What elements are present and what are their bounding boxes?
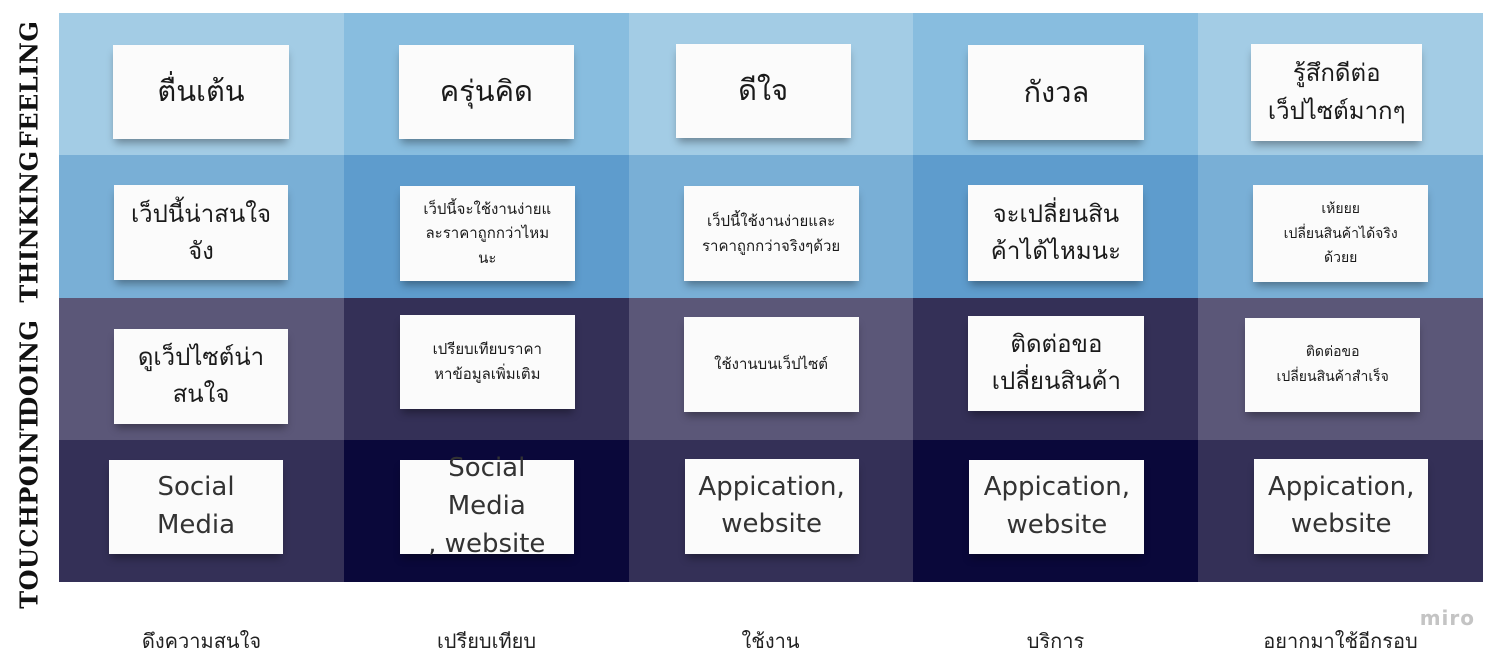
cell-feeling-5: รู้สึกดีต่อ เว็ปไซต์มากๆ	[1198, 13, 1483, 156]
sticky-note[interactable]: ครุ่นคิด	[398, 45, 574, 139]
sticky-note[interactable]: ใช้งานบนเว็ปไซต์	[683, 316, 859, 412]
cell-feeling-2: ครุ่นคิด	[343, 13, 629, 156]
sticky-note[interactable]: เว็ปนี้น่าสนใจ จัง	[114, 185, 288, 281]
row-label-feeling: FEELING	[14, 20, 44, 148]
stage-label-service: บริการ	[1026, 629, 1085, 653]
cell-touchpoint-1: Social Media	[59, 439, 344, 582]
sticky-note[interactable]: เว็ปนี้ใช้งานง่ายและ ราคาถูกกว่าจริงๆด้ว…	[683, 186, 859, 282]
row-label-touchpoint: TOUCHPOINT	[14, 412, 44, 609]
sticky-note[interactable]: ดูเว็ปไซต์น่า สนใจ	[114, 328, 288, 424]
sticky-note[interactable]: กังวล	[968, 45, 1145, 140]
sticky-note[interactable]: ดีใจ	[675, 44, 851, 138]
sticky-note[interactable]: เห้ยยย เปลี่ยนสินค้าได้จริง ด้วยย	[1253, 185, 1429, 283]
cell-touchpoint-5: Appication, website	[1198, 439, 1483, 582]
cell-doing-4: ติดต่อขอ เปลี่ยนสินค้า	[913, 297, 1199, 440]
stage-label-attention: ดึงความสนใจ	[141, 629, 262, 653]
stage-label-return: อยากมาใช้อีกรอบ	[1263, 629, 1418, 653]
cell-doing-5: ติดต่อขอ เปลี่ยนสินค้าสำเร็จ	[1198, 297, 1483, 440]
sticky-note[interactable]: จะเปลี่ยนสิน ค้าได้ไหมนะ	[968, 185, 1144, 282]
stage-label-compare: เปรียบเทียบ	[436, 629, 537, 653]
cell-touchpoint-4: Appication, website	[913, 439, 1199, 582]
cell-doing-1: ดูเว็ปไซต์น่า สนใจ	[59, 297, 344, 440]
cell-touchpoint-2: Social Media , website	[343, 439, 629, 582]
sticky-note[interactable]: ติดต่อขอ เปลี่ยนสินค้าสำเร็จ	[1245, 317, 1421, 412]
cell-touchpoint-3: Appication, website	[628, 439, 914, 582]
cell-thinking-1: เว็ปนี้น่าสนใจ จัง	[59, 155, 344, 298]
sticky-note[interactable]: Appication, website	[969, 459, 1145, 554]
cell-doing-2: เปรียบเทียบราคา หาข้อมูลเพิ่มเติม	[343, 297, 629, 440]
journey-map-grid: ตื่นเต้น ครุ่นคิด ดีใจ กังวล รู้สึกดีต่อ…	[59, 13, 1483, 582]
cell-thinking-4: จะเปลี่ยนสิน ค้าได้ไหมนะ	[913, 155, 1199, 298]
row-label-thinking: THINKING	[14, 149, 44, 303]
cell-feeling-3: ดีใจ	[628, 13, 914, 156]
sticky-note[interactable]: Social Media	[109, 459, 283, 554]
cell-thinking-5: เห้ยยย เปลี่ยนสินค้าได้จริง ด้วยย	[1198, 155, 1483, 298]
cell-thinking-3: เว็ปนี้ใช้งานง่ายและ ราคาถูกกว่าจริงๆด้ว…	[628, 155, 914, 298]
miro-watermark: miro	[1419, 606, 1475, 630]
sticky-note[interactable]: ติดต่อขอ เปลี่ยนสินค้า	[968, 315, 1145, 411]
cell-feeling-1: ตื่นเต้น	[59, 13, 344, 156]
sticky-note[interactable]: Appication, website	[684, 458, 859, 554]
cell-thinking-2: เว็ปนี้จะใช้งานง่ายแ ละราคาถูกกว่าไหม นะ	[343, 155, 629, 298]
sticky-note[interactable]: รู้สึกดีต่อ เว็ปไซต์มากๆ	[1251, 44, 1423, 141]
stage-label-use: ใช้งาน	[741, 629, 800, 653]
sticky-note[interactable]: เปรียบเทียบราคา หาข้อมูลเพิ่มเติม	[399, 314, 575, 409]
cell-feeling-4: กังวล	[913, 13, 1199, 156]
sticky-note[interactable]: เว็ปนี้จะใช้งานง่ายแ ละราคาถูกกว่าไหม นะ	[399, 186, 575, 282]
sticky-note[interactable]: Appication, website	[1254, 458, 1429, 554]
sticky-note[interactable]: ตื่นเต้น	[113, 45, 289, 139]
sticky-note[interactable]: Social Media , website	[399, 453, 574, 559]
cell-doing-3: ใช้งานบนเว็ปไซต์	[628, 297, 914, 440]
